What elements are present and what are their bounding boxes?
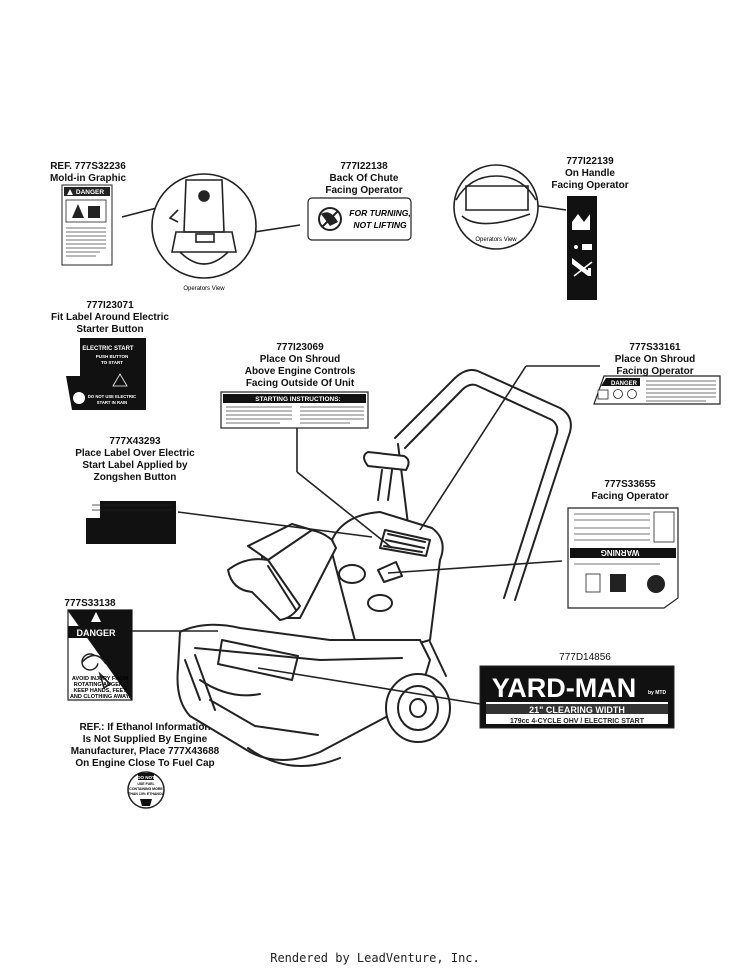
label-777i23069: STARTING INSTRUCTIONS: [220, 391, 369, 429]
reference-note: On Engine Close To Fuel Cap [75, 758, 215, 769]
part-number: 777I22139 [566, 156, 614, 167]
auger-warning-text: AND CLOTHING AWAY. [70, 694, 131, 700]
callout-777x43293: 777X43293 Place Label Over Electric Star… [60, 436, 210, 484]
callout-777i22139: 777I22139 On Handle Facing Operator [540, 156, 640, 192]
part-number: 777S33655 [604, 479, 656, 490]
handle-detail-view [453, 164, 539, 250]
placement-note: Place On Shroud [614, 354, 696, 365]
reference-note: REF.: If Ethanol Information [79, 722, 211, 733]
placement-note: Start Label Applied by [82, 460, 188, 471]
footer-credit: Rendered by LeadVenture, Inc. [270, 951, 480, 965]
ethanol-text: CONTAINING MORE [129, 787, 163, 791]
callout-777i23069: 777I23069 Place On Shroud Above Engine C… [235, 342, 365, 390]
label-777x43688: DO NOT USE FUEL CONTAINING MORE THAN 10%… [127, 771, 165, 809]
leader-lines [121, 195, 600, 705]
engine-description-text: 179cc 4-CYCLE OHV / ELECTRIC START [510, 718, 645, 725]
label-777s33138: DANGER AVOID INJURY FROM ROTATING AUGER … [67, 609, 133, 701]
reference-note: Manufacturer, Place 777X43688 [70, 746, 220, 757]
placement-note: Place Label Over Electric [75, 448, 195, 459]
placement-note: Facing Operator [325, 185, 403, 196]
operators-view-caption: Operators View [183, 286, 225, 292]
placement-note: Facing Operator [616, 366, 694, 377]
turning-text: FOR TURNING, [349, 208, 410, 218]
snow-blower-drawing [176, 369, 572, 767]
clearing-width-text: 21" CLEARING WIDTH [529, 705, 625, 715]
auger-warning-text: ROTATING AUGER - [74, 682, 127, 688]
callout-777d14856: 777D14856 [540, 652, 630, 664]
electric-start-text: START IN RAIN [97, 400, 127, 405]
label-777d14856: YARD-MAN by MTD 21" CLEARING WIDTH 179cc… [479, 665, 675, 729]
part-number: 777I23071 [86, 300, 134, 311]
parts-diagram: Operators View Operators View DANGER FOR… [61, 164, 721, 809]
callout-777s33138: 777S33138 [50, 598, 130, 610]
part-number: REF. 777S32236 [50, 161, 126, 172]
placement-note: Fit Label Around Electric [51, 312, 169, 323]
danger-word: DANGER [611, 381, 638, 387]
operators-view-caption: Operators View [475, 237, 517, 243]
starting-instructions-title: STARTING INSTRUCTIONS: [255, 396, 340, 403]
callout-777s33655: 777S33655 Facing Operator [580, 479, 680, 503]
part-number: 777X43293 [109, 436, 161, 447]
placement-note: Facing Outside Of Unit [245, 378, 355, 389]
ethanol-text: THAN 10% ETHANOL [128, 792, 164, 796]
brand-sub-text: by MTD [648, 690, 666, 696]
placement-note: Above Engine Controls [244, 366, 356, 377]
danger-word: DANGER [76, 189, 104, 196]
danger-word: DANGER [76, 628, 116, 638]
callout-ref-ethanol: REF.: If Ethanol Information Is Not Supp… [60, 722, 230, 770]
placement-note: Mold-in Graphic [49, 173, 127, 184]
part-number: 777I22138 [340, 161, 388, 172]
placement-note: Starter Button [76, 324, 144, 335]
label-777s32236: DANGER [61, 184, 113, 266]
electric-start-title: ELECTRIC START [82, 346, 134, 352]
part-number: 777D14856 [559, 652, 611, 663]
warning-word: WARNING [601, 548, 640, 557]
label-777x43293 [86, 501, 176, 544]
ethanol-text: DO NOT [137, 775, 155, 780]
placement-note: Back Of Chute [329, 173, 399, 184]
label-777i23071: ELECTRIC START PUSH BUTTON TO START DO N… [66, 338, 146, 410]
placement-note: Facing Operator [551, 180, 629, 191]
placement-note: Zongshen Button [93, 472, 177, 483]
callout-777i23071: 777I23071 Fit Label Around Electric Star… [35, 300, 185, 336]
part-number: 777S33138 [64, 598, 116, 609]
placement-note: Facing Operator [591, 491, 669, 502]
label-777s33161: DANGER [593, 375, 721, 405]
turning-text: NOT LIFTING [353, 220, 407, 230]
label-777i22138: FOR TURNING, NOT LIFTING [307, 197, 412, 241]
electric-start-text: PUSH BUTTON [96, 354, 128, 359]
auger-warning-text: KEEP HANDS, FEET [73, 688, 127, 694]
callout-ref-777s32236: REF. 777S32236 Mold-in Graphic [38, 161, 138, 185]
callout-777s33161: 777S33161 Place On Shroud Facing Operato… [600, 342, 710, 378]
part-number: 777S33161 [629, 342, 681, 353]
reference-note: Is Not Supplied By Engine [82, 734, 208, 745]
chute-detail-view [151, 173, 257, 279]
placement-note: Place On Shroud [259, 354, 341, 365]
electric-start-text: TO START [101, 360, 123, 365]
label-777s33655: WARNING [567, 507, 679, 609]
part-number: 777I23069 [276, 342, 324, 353]
label-777i22139 [567, 196, 597, 300]
electric-start-text: DO NOT USE ELECTRIC [88, 394, 136, 399]
brand-logo-text: YARD-MAN [492, 673, 637, 703]
callout-777i22138: 777I22138 Back Of Chute Facing Operator [304, 161, 424, 197]
placement-note: On Handle [564, 168, 615, 179]
auger-warning-text: AVOID INJURY FROM [72, 676, 129, 682]
ethanol-text: USE FUEL [137, 782, 155, 786]
